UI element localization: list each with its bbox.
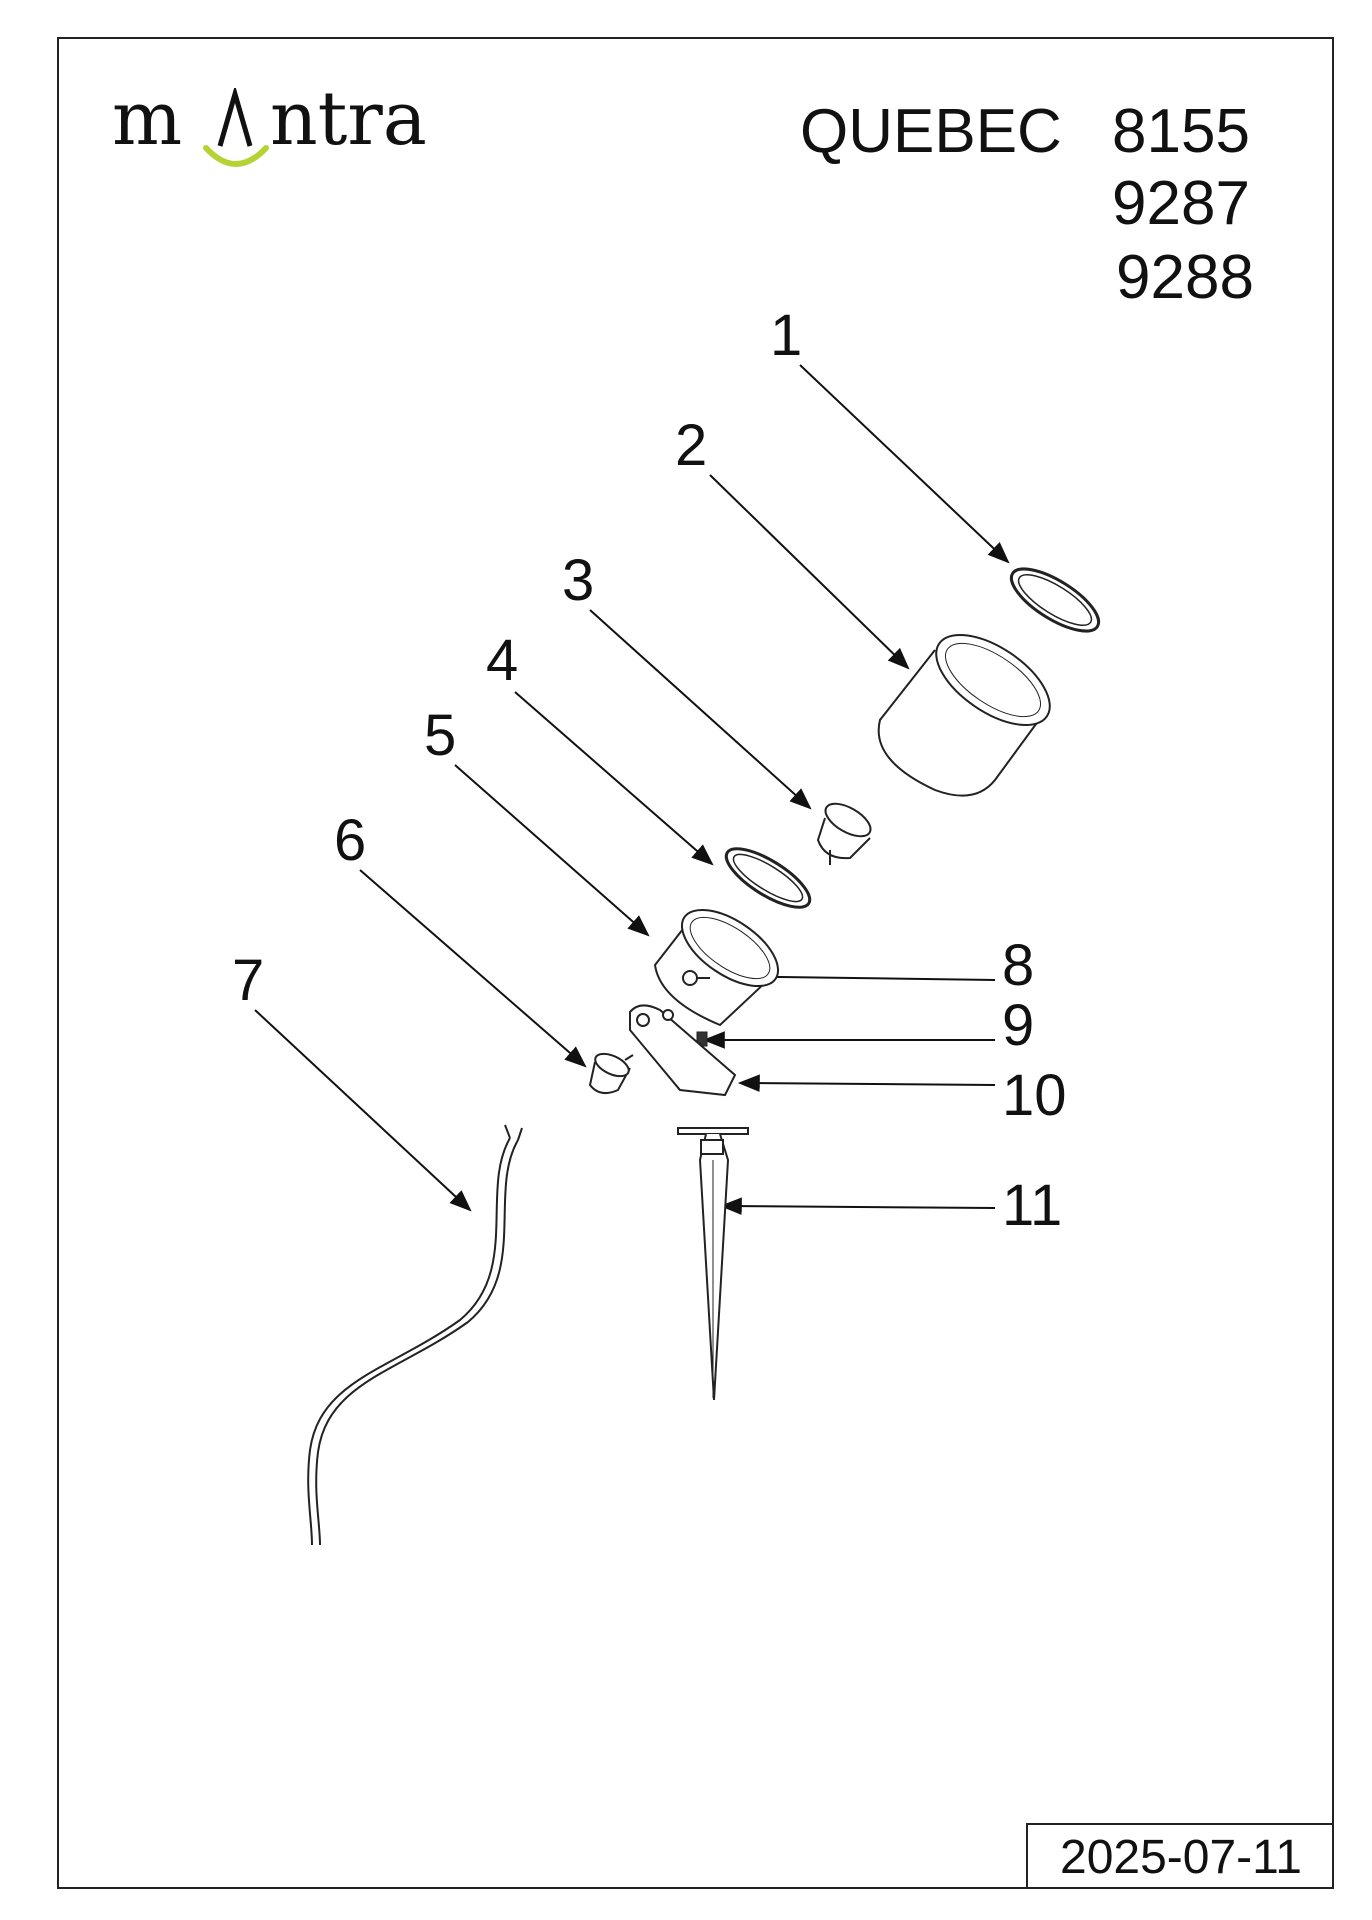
part-11-spike <box>677 1127 749 1401</box>
callout-4: 4 <box>486 628 518 693</box>
part-2-housing <box>877 634 1051 797</box>
callout-1: 1 <box>770 303 802 368</box>
leader-6 <box>359 869 587 1068</box>
brand-logo: m ntra <box>112 82 442 182</box>
leader-4 <box>514 691 714 866</box>
callout-9: 9 <box>1002 993 1034 1058</box>
callout-10: 10 <box>1002 1063 1067 1128</box>
drawing-frame <box>57 37 1334 1889</box>
part-3-lamp-holder <box>816 802 872 865</box>
logo-caret-mark <box>203 88 269 167</box>
leader-11 <box>719 1197 996 1215</box>
part-1-lens-ring <box>1009 567 1101 633</box>
revision-date: 2025-07-11 <box>1026 1823 1334 1889</box>
callout-8: 8 <box>1002 933 1034 998</box>
part-8-screw <box>682 970 710 986</box>
callout-7: 7 <box>232 948 264 1013</box>
leader-3 <box>589 609 812 810</box>
logo-text-right: ntra <box>270 76 427 162</box>
model-number-3: 9288 <box>1116 243 1254 312</box>
callout-6: 6 <box>334 808 366 873</box>
part-10-bracket <box>629 1004 737 1097</box>
model-number-2: 9287 <box>1112 169 1250 238</box>
callout-3: 3 <box>562 548 594 613</box>
callout-2: 2 <box>675 413 707 478</box>
leader-10 <box>737 1074 996 1092</box>
model-number-1: 8155 <box>1112 97 1250 166</box>
leader-2 <box>709 474 910 670</box>
product-name: QUEBEC <box>800 97 1062 166</box>
leader-1 <box>799 364 1010 564</box>
leader-lines <box>254 364 1010 1215</box>
leader-7 <box>254 1009 472 1212</box>
callout-5: 5 <box>424 703 456 768</box>
part-4-gasket <box>724 847 812 909</box>
callout-11: 11 <box>1002 1173 1062 1238</box>
logo-text-left: m <box>112 76 183 162</box>
leader-5 <box>454 764 650 937</box>
part-5-base-housing <box>653 908 780 1027</box>
part-6-cable-gland <box>588 1052 634 1095</box>
part-7-cable <box>307 1124 523 1546</box>
